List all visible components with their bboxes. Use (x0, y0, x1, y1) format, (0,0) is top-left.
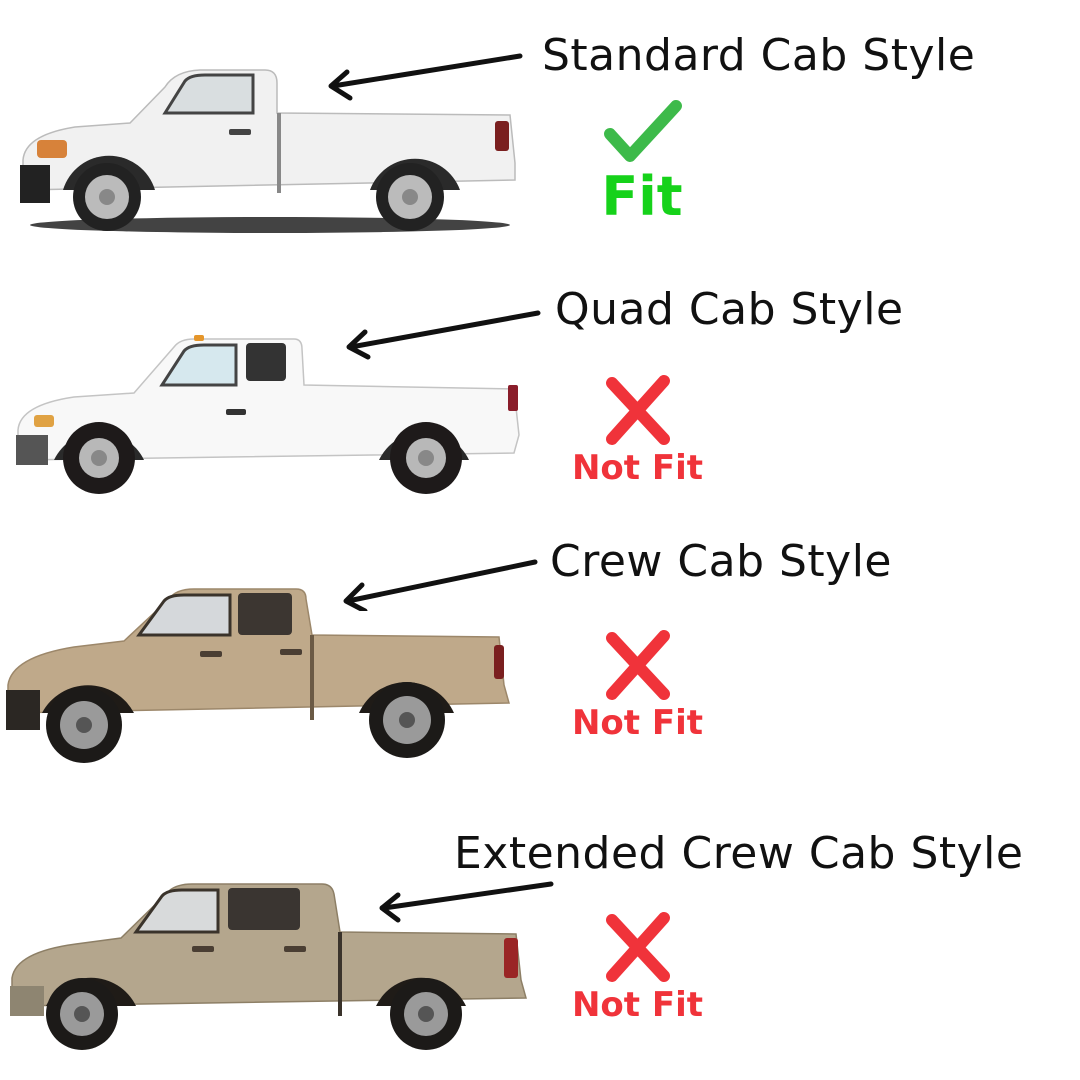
arrow-left-icon (379, 881, 554, 923)
cab-style-label: Quad Cab Style (555, 284, 904, 335)
cab-style-label: Standard Cab Style (542, 30, 976, 81)
cab-style-label: Crew Cab Style (550, 536, 893, 587)
not-fit-status-text: Not Fit (571, 985, 704, 1025)
standard-cab-truck-image (20, 69, 516, 233)
arrow-left-icon (328, 53, 523, 101)
quad-cab-truck-image (16, 335, 520, 494)
arrow-left-icon (346, 310, 541, 360)
x-mark-icon (605, 630, 670, 700)
x-mark-icon (605, 375, 670, 445)
not-fit-status-text: Not Fit (571, 703, 704, 743)
extended-crew-cab-truck-image (10, 883, 527, 1050)
check-mark-icon (604, 100, 682, 162)
cab-style-label: Extended Crew Cab Style (454, 828, 1024, 879)
not-fit-status: Not Fit (570, 375, 705, 485)
not-fit-status-text: Not Fit (571, 448, 704, 488)
arrow-left-icon (343, 559, 538, 611)
fit-status: Fit (592, 98, 692, 224)
not-fit-status: Not Fit (570, 630, 705, 740)
fit-status-text: Fit (601, 165, 683, 228)
x-mark-icon (605, 912, 670, 982)
crew-cab-truck-image (6, 588, 510, 763)
not-fit-status: Not Fit (570, 912, 705, 1022)
